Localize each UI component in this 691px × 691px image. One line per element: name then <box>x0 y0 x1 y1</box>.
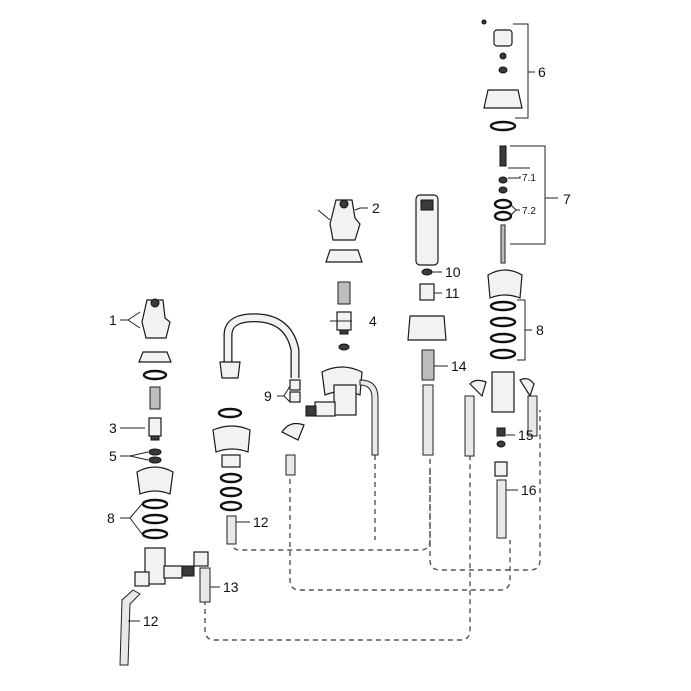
spout-base <box>219 361 241 379</box>
spout-hose <box>226 515 237 545</box>
center-valve-body <box>333 384 357 416</box>
right-handle-cap <box>493 29 513 47</box>
spout-flange <box>212 425 251 453</box>
left-handle-lever <box>141 299 171 339</box>
callout-9: 9 <box>264 388 272 404</box>
center-spring <box>337 281 351 305</box>
right-stem <box>499 145 507 167</box>
hand-shower-head <box>415 194 439 266</box>
callout-1: 1 <box>109 312 117 328</box>
left-valve-assembly <box>119 298 211 666</box>
callout-8-right: 8 <box>536 322 544 338</box>
center-handle-lever <box>329 199 361 241</box>
callout-labels: 1 2 3 4 5 6 7 7.1 7.2 8 8 9 10 11 12 12 … <box>107 64 571 629</box>
shower-nut <box>419 283 435 301</box>
right-riser-hose <box>496 479 507 539</box>
callout-13: 13 <box>223 579 239 595</box>
callout-15: 15 <box>518 427 534 443</box>
callout-7-2: 7.2 <box>522 206 536 217</box>
hose-routes <box>204 410 541 641</box>
spout-assembly <box>212 313 301 545</box>
right-valve-body <box>491 371 515 413</box>
right-elbow <box>519 378 535 398</box>
right-hose <box>527 395 538 437</box>
left-riser-hose <box>199 567 211 603</box>
callout-8-left: 8 <box>107 510 115 526</box>
callout-10: 10 <box>445 264 461 280</box>
callout-3: 3 <box>109 420 117 436</box>
callout-7-1: 7.1 <box>522 173 536 184</box>
right-flange <box>487 269 523 299</box>
right-screw <box>481 19 487 25</box>
pulldown-spray-parts <box>289 391 301 403</box>
callout-12-mid: 12 <box>253 514 269 530</box>
left-spring <box>149 386 161 410</box>
left-cartridge <box>148 417 162 437</box>
right-handle-body <box>483 89 523 109</box>
hand-shower-assembly <box>407 194 447 456</box>
callout-2: 2 <box>372 200 380 216</box>
callout-12-left: 12 <box>143 613 159 629</box>
shower-hose <box>422 384 434 456</box>
left-oring <box>142 369 168 381</box>
left-washer-bottom <box>148 456 162 464</box>
callout-7: 7 <box>563 191 571 207</box>
center-hose <box>359 379 379 456</box>
right-valve-assembly <box>464 19 538 539</box>
callout-11: 11 <box>445 285 460 301</box>
center-elbow <box>281 422 305 441</box>
callout-5: 5 <box>109 448 117 464</box>
left-washer-top <box>148 448 162 456</box>
callout-14: 14 <box>451 358 467 374</box>
callout-4: 4 <box>369 313 377 329</box>
callout-16: 16 <box>521 482 537 498</box>
center-escutcheon <box>325 249 363 263</box>
left-handle-cap <box>150 298 160 308</box>
left-escutcheon <box>138 351 172 363</box>
left-flange <box>136 466 174 495</box>
spout-nut <box>221 454 241 468</box>
left-hose <box>119 589 141 666</box>
callout-6: 6 <box>538 64 546 80</box>
shower-hose-connector <box>421 349 435 381</box>
shower-holder <box>407 315 447 341</box>
leader-lines <box>120 23 558 622</box>
center-valve-assembly <box>281 199 379 476</box>
